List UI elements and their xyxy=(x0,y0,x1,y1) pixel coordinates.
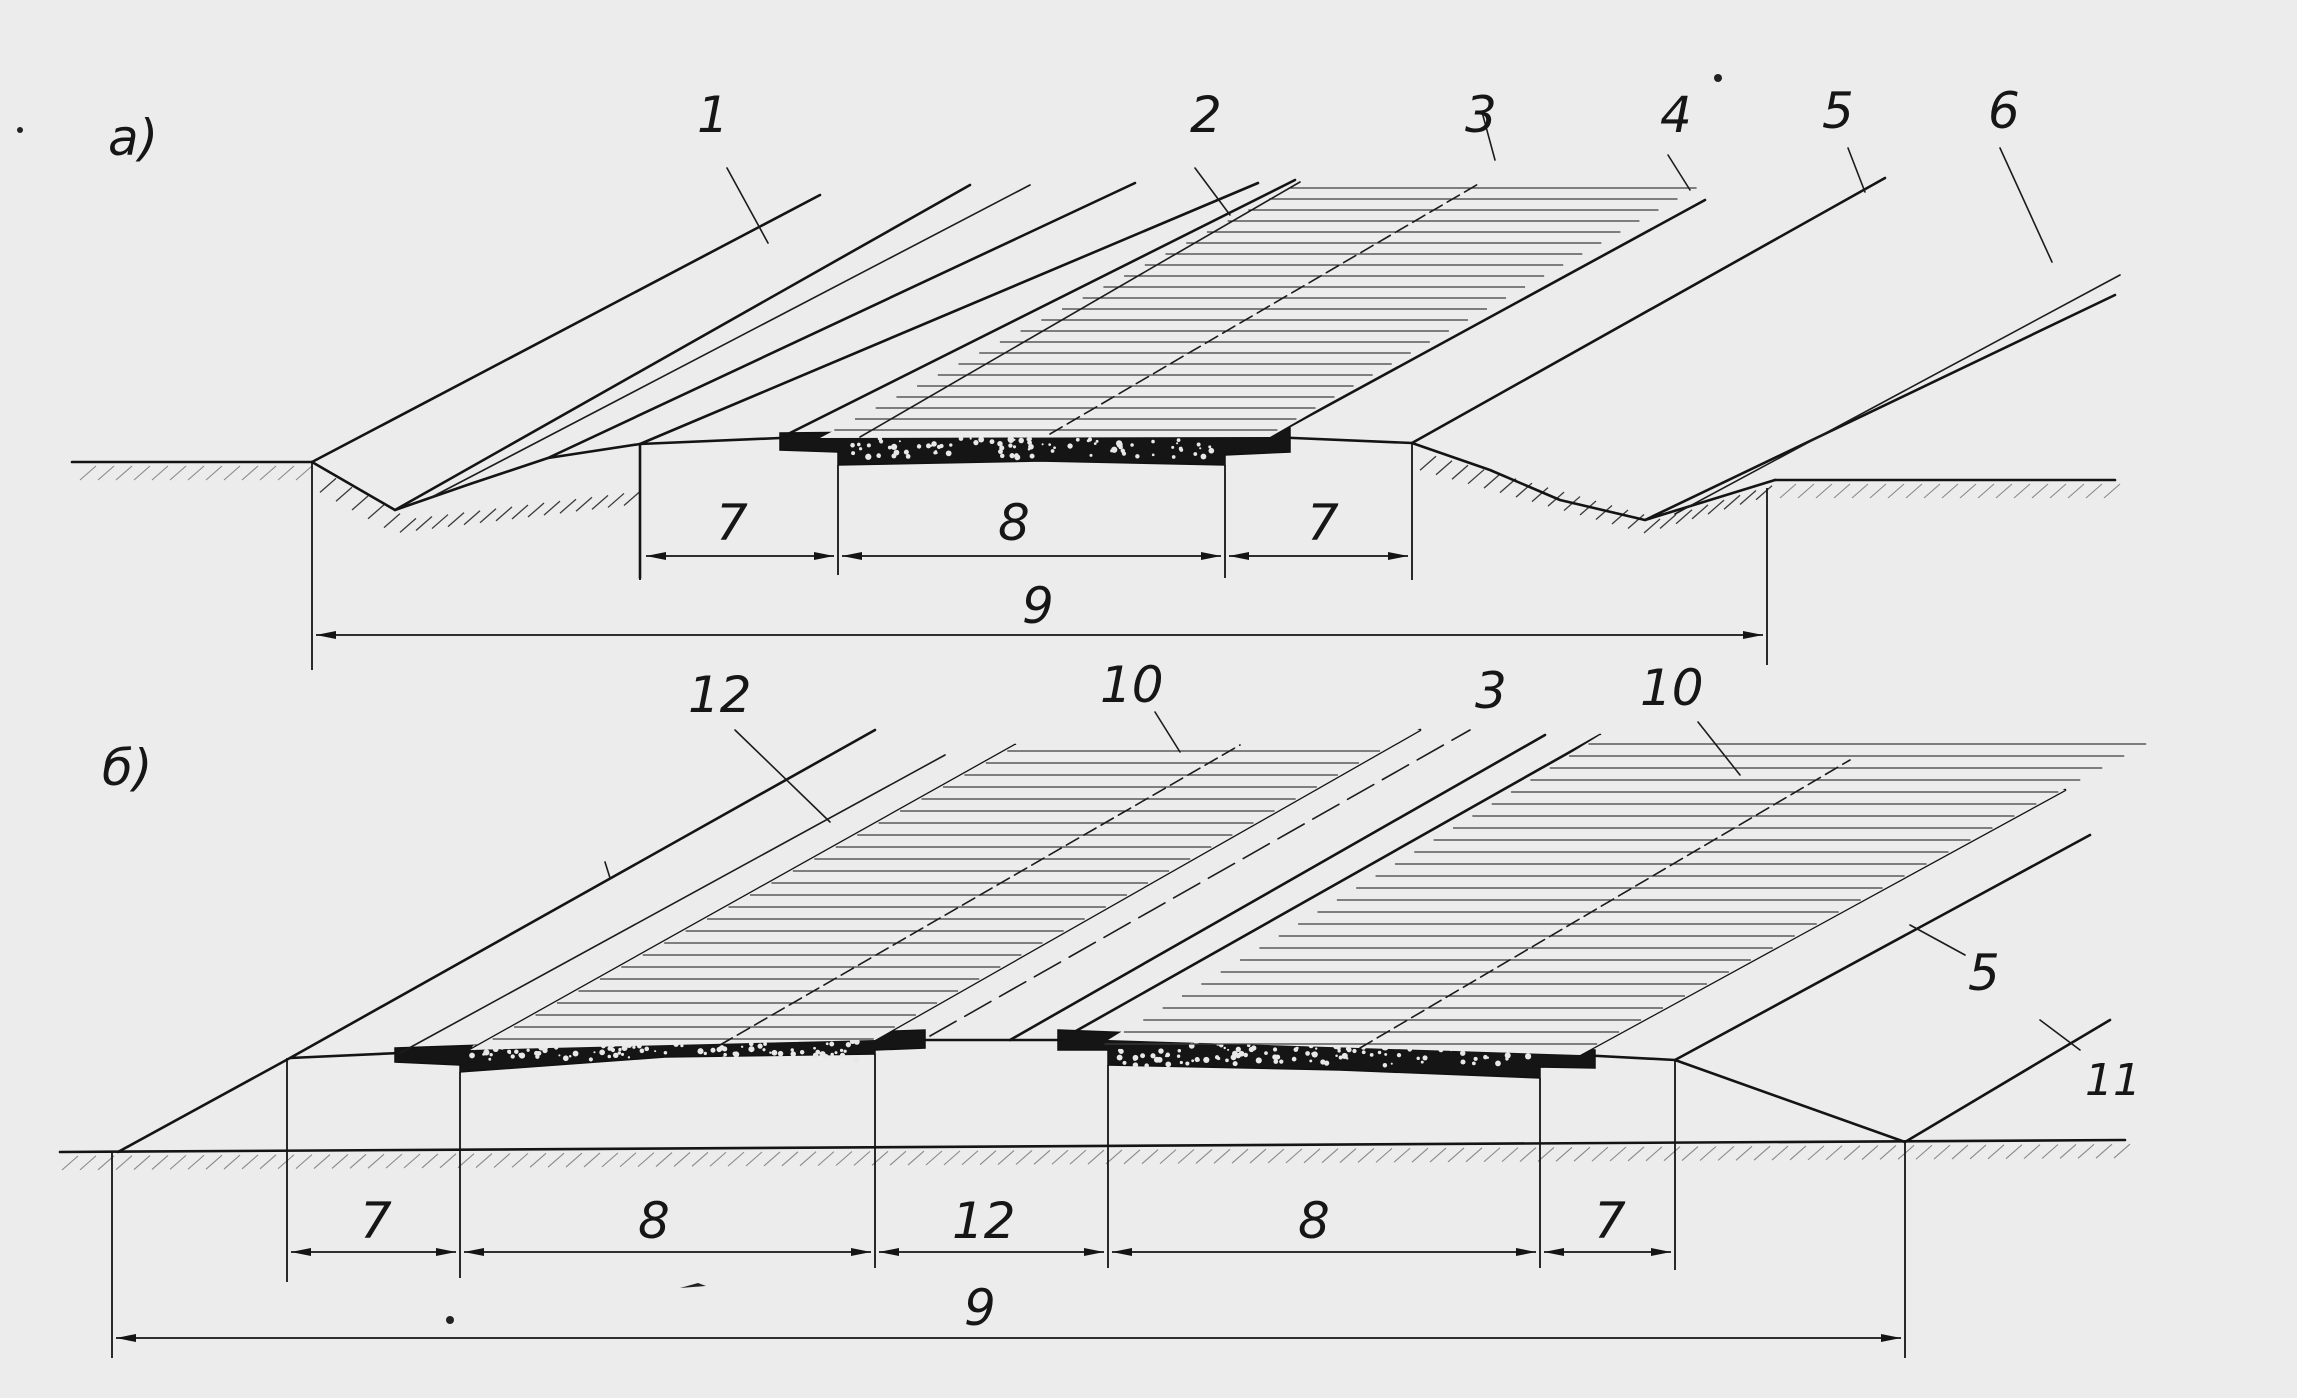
dim-label-7-left: 7 xyxy=(716,494,748,552)
scan-marks xyxy=(17,74,1722,1324)
ground-line xyxy=(58,1138,2127,1154)
label-1: 1 xyxy=(697,86,729,144)
ground-hatching xyxy=(61,1143,2131,1171)
label-6: 6 xyxy=(1988,82,2020,140)
dim-label-8-right: 8 xyxy=(1298,1192,1330,1250)
dim-label-7-right: 7 xyxy=(1594,1192,1626,1250)
ground-hatching xyxy=(79,455,2121,534)
dim-label-9: 9 xyxy=(964,1279,996,1337)
dimension-lines xyxy=(111,1054,1906,1358)
dim-label-7-right: 7 xyxy=(1307,494,1339,552)
figure-a-title: а) xyxy=(108,109,158,167)
dim-label-7-left: 7 xyxy=(360,1192,392,1250)
label-3: 3 xyxy=(1475,662,1507,720)
label-2: 2 xyxy=(1190,86,1222,144)
carriageway-shading xyxy=(820,180,1710,438)
figure-b-title: б) xyxy=(102,739,152,797)
label-5: 5 xyxy=(1968,944,2000,1002)
label-5: 5 xyxy=(1822,82,1854,140)
dim-label-8-left: 8 xyxy=(638,1192,670,1250)
carriageway-shading xyxy=(470,730,2147,1055)
figure-a: а) 1 2 3 4 5 6 7 8 7 9 xyxy=(70,82,2121,670)
perspective-lines xyxy=(310,176,2121,522)
dim-label-9: 9 xyxy=(1022,577,1054,635)
dim-label-8: 8 xyxy=(998,494,1030,552)
leader-lines xyxy=(726,111,2053,263)
leader-lines xyxy=(604,711,2081,1051)
embankment-outline xyxy=(116,1038,1907,1154)
label-3: 3 xyxy=(1465,86,1497,144)
dim-label-12: 12 xyxy=(952,1192,1016,1250)
label-12-top: 12 xyxy=(688,666,752,724)
figure-b: б) 12 10 3 10 5 11 7 8 12 8 7 9 xyxy=(58,656,2147,1358)
label-4: 4 xyxy=(1660,86,1692,144)
label-11: 11 xyxy=(2085,1055,2141,1106)
label-10-left: 10 xyxy=(1100,656,1164,714)
dimension-lines xyxy=(311,443,1768,670)
label-10-right: 10 xyxy=(1640,659,1704,717)
